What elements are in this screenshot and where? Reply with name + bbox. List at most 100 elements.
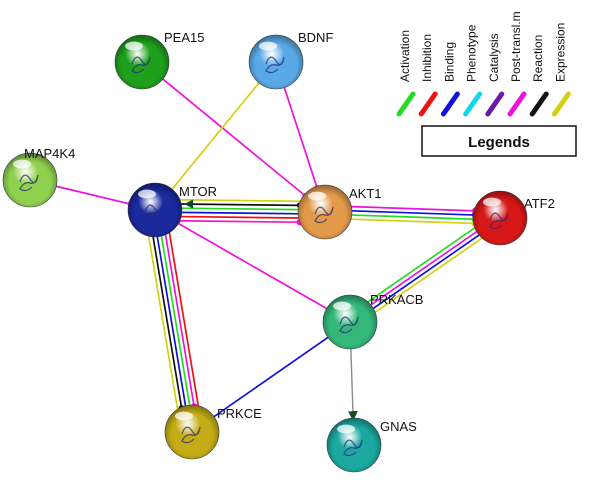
node-highlight	[483, 197, 501, 207]
node-label: AKT1	[349, 186, 382, 201]
edge-line-binding	[177, 211, 300, 215]
edge-line-activation	[347, 214, 475, 221]
legend-item-label: Post-transl.m	[509, 11, 523, 82]
legend-item-label: Reaction	[531, 35, 545, 82]
edge-mtor-prkce	[147, 228, 200, 412]
edge-line-expression	[168, 80, 261, 193]
edge-line-post-translational	[159, 75, 307, 197]
edge-line-expression	[347, 218, 475, 225]
node-highlight	[138, 189, 156, 199]
legend-item: Expression	[551, 23, 571, 117]
edge-line-reaction	[178, 203, 301, 207]
node-map4k4[interactable]: MAP4K4	[2, 146, 75, 208]
legend-item: Post-transl.m	[507, 11, 527, 117]
legend-swatch	[529, 91, 549, 117]
protein-structure-icon	[19, 174, 39, 192]
edge-akt1-atf2	[347, 205, 479, 227]
edge-line-post-translational	[348, 205, 476, 212]
edge-line-expression	[372, 236, 484, 315]
node-highlight	[337, 424, 355, 434]
edge-line-activation	[178, 207, 301, 211]
legend-swatch	[551, 91, 571, 117]
legend-item-label: Catalysis	[487, 33, 501, 82]
node-highlight	[125, 41, 143, 51]
protein-structure-icon	[339, 316, 359, 334]
legend-item-label: Activation	[398, 30, 412, 82]
legend-swatch	[396, 91, 416, 117]
edge-line-activation	[364, 226, 477, 305]
node-label: PEA15	[164, 30, 204, 45]
protein-structure-icon	[131, 56, 151, 74]
edge-line-reaction	[151, 233, 183, 409]
edge-line-inhibition	[177, 215, 300, 219]
edge-line-binding	[155, 232, 187, 408]
edges-layer	[52, 75, 484, 421]
edge-line-inhibition	[168, 230, 200, 406]
legend-item: Reaction	[529, 35, 549, 117]
edge-line-post-translational	[174, 220, 329, 311]
legend-swatch	[418, 91, 438, 117]
legend-item: Catalysis	[485, 33, 505, 117]
legend-item: Activation	[396, 30, 416, 117]
legend-item: Binding	[440, 42, 460, 117]
edge-line-binding	[369, 233, 482, 312]
edge-prkacb-gnas	[348, 344, 358, 421]
node-prkacb[interactable]: PRKACB	[322, 292, 423, 350]
edge-prkacb-atf2	[364, 226, 484, 315]
protein-structure-icon	[343, 439, 363, 457]
legend-item-label: Expression	[553, 23, 567, 82]
node-gnas[interactable]: GNAS	[326, 417, 417, 473]
edge-arrowhead	[184, 199, 194, 209]
edge-mtor-prkacb	[174, 220, 329, 311]
protein-structure-icon	[181, 426, 201, 444]
legend-item-label: Inhibition	[420, 34, 434, 82]
edge-bdnf-akt1	[282, 83, 321, 192]
legend-item: Phenotype	[463, 24, 483, 117]
edge-line-activation	[160, 232, 191, 408]
protein-structure-icon	[314, 206, 334, 224]
node-highlight	[333, 301, 351, 311]
legend-title: Legends	[468, 134, 530, 151]
node-prkce[interactable]: PRKCE	[164, 404, 262, 460]
edge-line-post-translational	[367, 229, 479, 308]
edge-line-post-translational	[282, 83, 319, 189]
legend-swatch	[507, 91, 527, 117]
legend-swatch	[463, 91, 483, 117]
node-highlight	[308, 191, 326, 201]
edge-line-reaction-gray	[348, 344, 358, 421]
node-label: BDNF	[298, 30, 333, 45]
edge-mtor-akt1	[174, 198, 304, 226]
legend-item-label: Binding	[442, 42, 456, 82]
node-label: ATF2	[524, 196, 555, 211]
node-label: MAP4K4	[24, 146, 75, 161]
edge-line-post-translational	[164, 231, 195, 407]
legend-item: Inhibition	[418, 34, 438, 117]
node-label: PRKACB	[370, 292, 423, 307]
edge-line-expression	[147, 234, 179, 410]
node-pea15[interactable]: PEA15	[114, 30, 204, 90]
edge-line-binding	[212, 334, 332, 419]
edge-line-expression	[178, 198, 301, 203]
protein-structure-icon	[489, 212, 509, 230]
node-label: MTOR	[179, 184, 217, 199]
node-highlight	[175, 411, 193, 421]
legend: Activation Inhibition Binding Phenotype Cata…	[396, 11, 577, 157]
node-bdnf[interactable]: BDNF	[248, 30, 333, 90]
edge-line-post-translational	[177, 219, 300, 224]
legend-item-label: Phenotype	[465, 24, 479, 82]
edge-map4k4-mtor	[52, 184, 134, 208]
node-label: PRKCE	[217, 406, 262, 421]
edge-line-post-translational	[52, 184, 131, 205]
legend-swatch	[485, 91, 505, 117]
protein-structure-icon	[265, 56, 285, 74]
node-highlight	[259, 41, 277, 51]
node-mtor[interactable]: MTOR	[127, 182, 217, 238]
node-akt1[interactable]: AKT1	[297, 184, 382, 240]
protein-structure-icon	[144, 204, 164, 222]
node-highlight	[13, 159, 31, 169]
edge-prkacb-prkce	[212, 334, 332, 419]
node-atf2[interactable]: ATF2	[472, 190, 555, 246]
legend-title-box	[421, 125, 577, 157]
